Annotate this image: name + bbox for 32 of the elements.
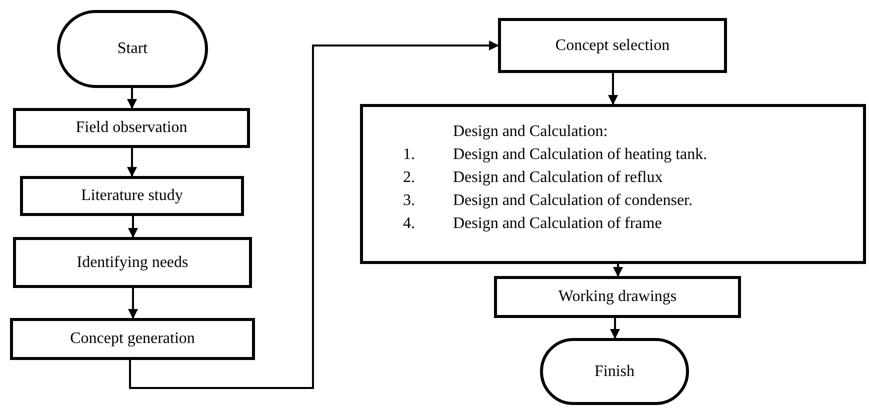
node-label: Concept generation (70, 330, 195, 348)
process-box (494, 276, 741, 318)
arrow (127, 148, 137, 177)
node-label: Start (117, 40, 148, 58)
arrow (128, 216, 138, 238)
list-number: 2. (403, 168, 416, 188)
node-label: Concept selection (555, 36, 670, 54)
node-label: Field observation (76, 119, 188, 137)
list-number: 1. (403, 145, 416, 165)
arrow (127, 88, 137, 109)
list-item: Design and Calculation of heating tank. (453, 145, 708, 165)
node-label: Working drawings (558, 288, 677, 306)
node-label: Finish (594, 362, 634, 380)
process-box (360, 104, 866, 264)
list-heading: Design and Calculation: (453, 122, 609, 142)
arrow (613, 264, 623, 277)
node-label: Literature study (81, 187, 183, 205)
list-item: Design and Calculation of frame (453, 214, 663, 234)
process-box (20, 176, 244, 216)
list-item: Design and Calculation of reflux (453, 168, 664, 188)
list-number: 3. (403, 191, 416, 211)
list-number: 4. (403, 214, 416, 234)
node-label: Identifying needs (76, 254, 188, 272)
process-box (13, 108, 250, 148)
arrow (610, 318, 620, 339)
process-box (10, 318, 255, 360)
arrow (129, 40, 499, 389)
arrow (608, 73, 618, 105)
arrow (128, 288, 138, 319)
list-item: Design and Calculation of condenser. (453, 191, 694, 211)
process-box (498, 18, 727, 73)
process-box (13, 237, 252, 288)
